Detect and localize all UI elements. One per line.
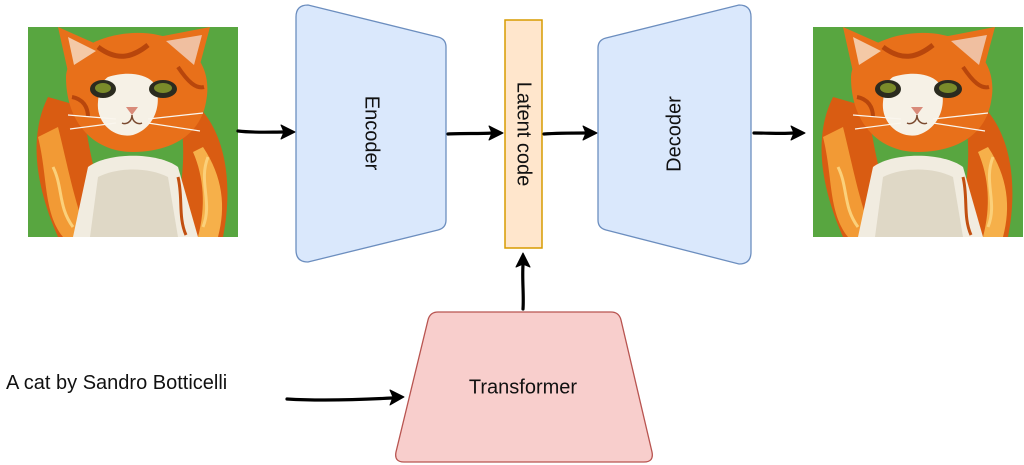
decoder-label: Decoder	[663, 96, 685, 172]
latent-code-label: Latent code	[513, 82, 535, 187]
input-cat-image	[28, 27, 238, 237]
arrow-decoder-to-image	[752, 125, 806, 141]
decoder-block: Decoder	[597, 4, 752, 265]
text-prompt: A cat by Sandro Botticelli	[6, 372, 228, 394]
arrow-encoder-to-latent	[446, 125, 504, 141]
transformer-label: Transformer	[469, 376, 578, 398]
latent-code-block: Latent code	[504, 19, 543, 249]
encoder-label: Encoder	[361, 96, 383, 171]
arrow-image-to-encoder	[236, 124, 296, 140]
arrow-prompt-to-transformer	[285, 389, 405, 406]
encoder-block: Encoder	[295, 4, 447, 263]
arrow-transformer-to-latent	[515, 252, 531, 311]
output-cat-image	[813, 27, 1023, 237]
arrow-latent-to-decoder	[542, 125, 598, 141]
transformer-block: Transformer	[395, 311, 653, 463]
